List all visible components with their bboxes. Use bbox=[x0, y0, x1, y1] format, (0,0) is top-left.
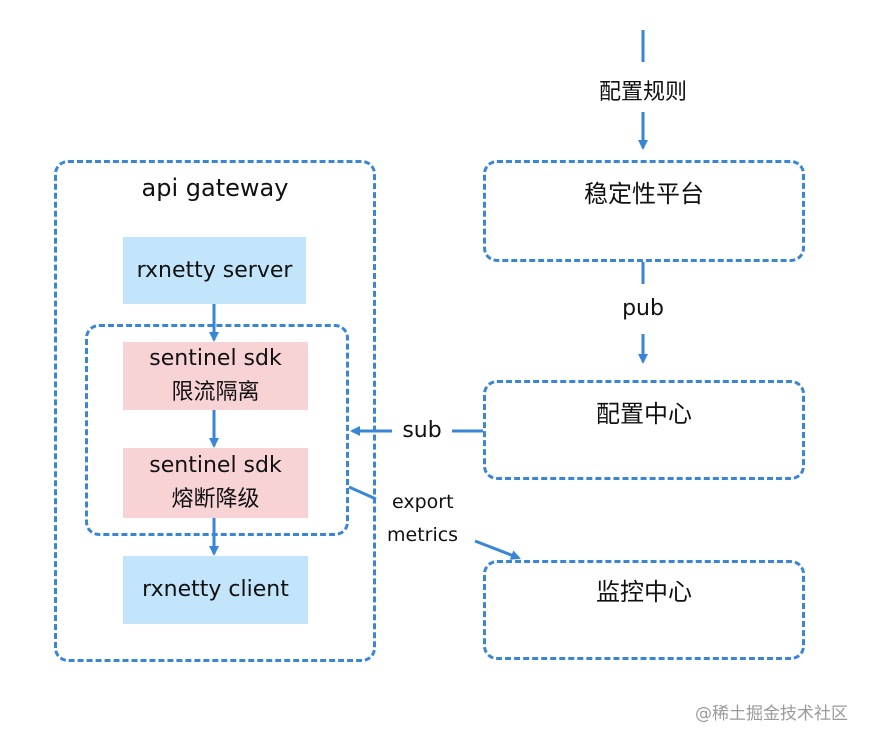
stability-platform-box bbox=[483, 160, 805, 262]
sentinel-circuit-sdk-label: sentinel sdk bbox=[149, 453, 282, 478]
rxnetty-server-label: rxnetty server bbox=[136, 257, 293, 283]
sub-label: sub bbox=[402, 418, 442, 443]
monitor-center-box bbox=[483, 560, 805, 660]
pub-label: pub bbox=[622, 296, 664, 321]
metrics-to-monitor-arrow bbox=[474, 539, 521, 560]
sentinel-flow-sdk-label: sentinel sdk bbox=[149, 346, 282, 371]
export-label: export bbox=[392, 491, 454, 513]
api-gateway-title: api gateway bbox=[141, 174, 289, 202]
api-gateway-container bbox=[54, 160, 376, 662]
sentinel-flow-desc-label: 限流隔离 bbox=[171, 380, 260, 405]
sentinel-group-container bbox=[85, 324, 349, 536]
sentinel-flow-control-block: sentinel sdk 限流隔离 bbox=[123, 342, 308, 410]
rxnetty-server-block: rxnetty server bbox=[123, 237, 306, 304]
monitor-center-label: 监控中心 bbox=[596, 578, 692, 606]
rxnetty-client-block: rxnetty client bbox=[123, 556, 308, 624]
metrics-label: metrics bbox=[387, 524, 459, 546]
sentinel-to-export-line bbox=[348, 485, 377, 501]
sentinel-circuit-breaker-block: sentinel sdk 熔断降级 bbox=[123, 448, 308, 518]
stability-platform-label: 稳定性平台 bbox=[584, 180, 704, 208]
watermark: @稀土掘金技术社区 bbox=[695, 704, 848, 724]
config-rules-label: 配置规则 bbox=[598, 80, 687, 105]
config-center-label: 配置中心 bbox=[596, 400, 692, 428]
rxnetty-client-label: rxnetty client bbox=[142, 577, 289, 602]
config-center-box bbox=[483, 380, 805, 480]
sentinel-circuit-desc-label: 熔断降级 bbox=[171, 487, 260, 512]
